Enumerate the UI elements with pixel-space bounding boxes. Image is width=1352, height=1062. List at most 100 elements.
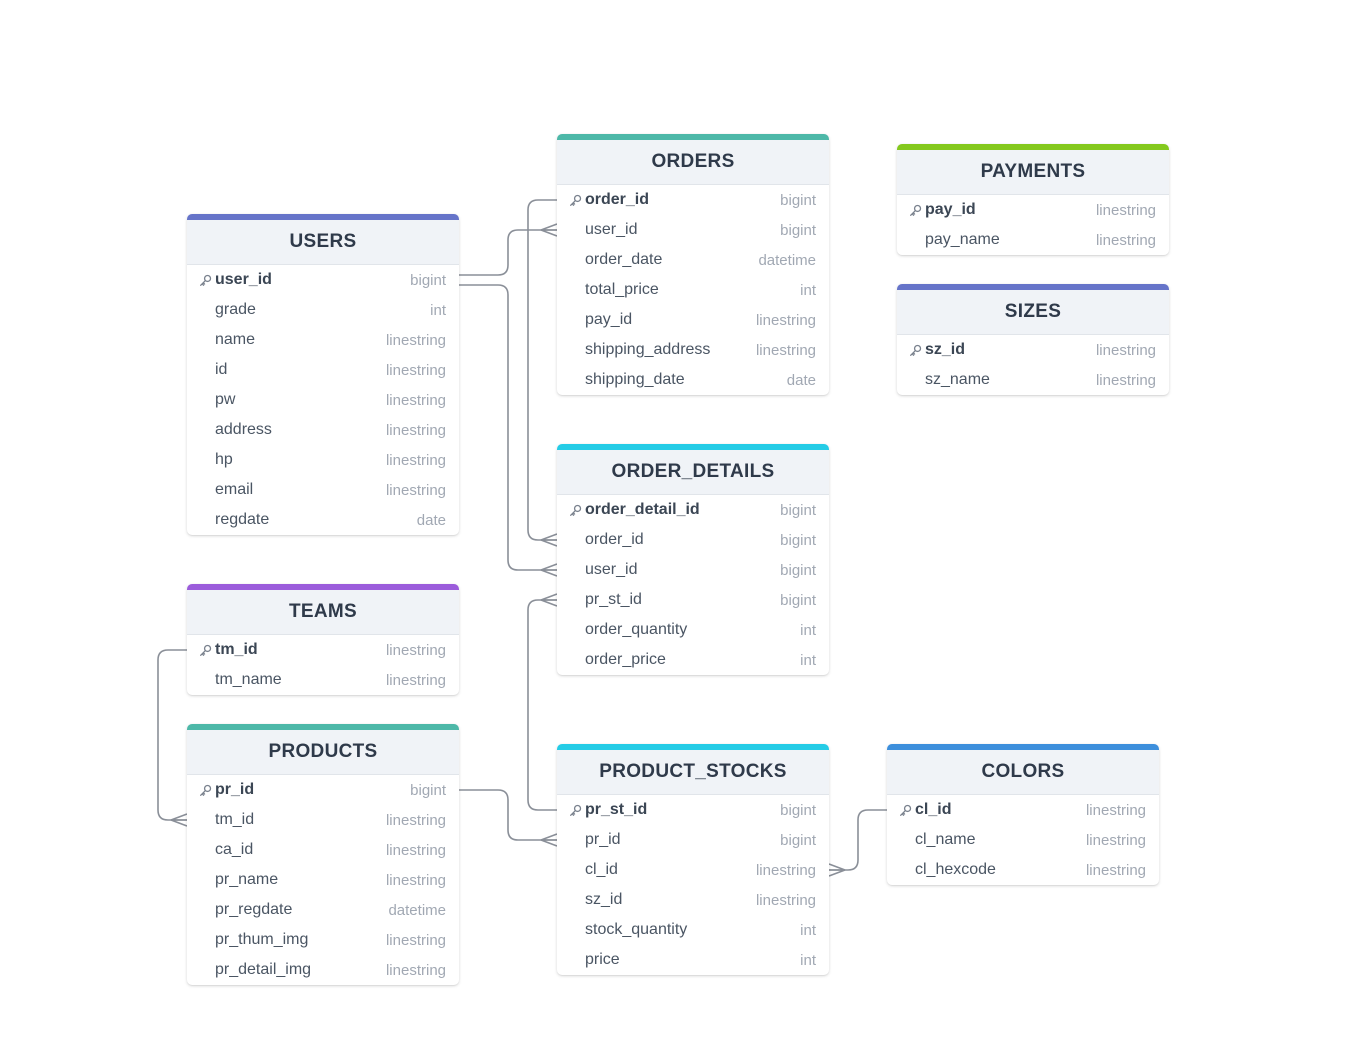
column-name: cl_id xyxy=(915,801,952,818)
column-name: pr_id xyxy=(215,781,255,798)
column-type: linestring xyxy=(385,931,446,949)
table-header[interactable]: COLORS xyxy=(887,744,1159,795)
column-type: bigint xyxy=(410,781,446,799)
key-icon xyxy=(199,274,215,287)
column-type: bigint xyxy=(780,801,816,819)
column-type: date xyxy=(786,371,816,389)
column-type: int xyxy=(800,621,816,639)
column-type: linestring xyxy=(1095,341,1156,359)
column-row[interactable]: pr_st_id bigint xyxy=(557,795,829,825)
column-name: user_id xyxy=(585,561,638,578)
crows-foot-marker xyxy=(540,223,558,237)
column-name: address xyxy=(215,421,272,438)
table-header[interactable]: SIZES xyxy=(897,284,1169,335)
column-name: total_price xyxy=(585,281,659,298)
column-name: tm_id xyxy=(215,641,258,658)
table-header[interactable]: ORDER_DETAILS xyxy=(557,444,829,495)
column-type: linestring xyxy=(385,361,446,379)
table-header[interactable]: PRODUCT_STOCKS xyxy=(557,744,829,795)
column-name: hp xyxy=(215,451,233,468)
crows-foot-marker xyxy=(828,863,846,877)
key-icon xyxy=(569,194,585,207)
table-header[interactable]: ORDERS xyxy=(557,134,829,185)
column-type: linestring xyxy=(385,671,446,689)
crows-foot-marker xyxy=(540,833,558,847)
crows-foot-marker xyxy=(540,533,558,547)
column-type: linestring xyxy=(385,841,446,859)
column-name: pay_id xyxy=(585,311,633,328)
crows-foot-marker xyxy=(540,593,558,607)
table-title: TEAMS xyxy=(289,601,357,622)
key-icon xyxy=(199,784,215,797)
table-header[interactable]: PRODUCTS xyxy=(187,724,459,775)
table-title: ORDER_DETAILS xyxy=(611,461,775,482)
relationship-line xyxy=(459,284,557,571)
column-type: linestring xyxy=(1085,831,1146,849)
column-type: bigint xyxy=(780,501,816,519)
table-header[interactable]: USERS xyxy=(187,214,459,265)
column-type: int xyxy=(800,951,816,969)
column-row[interactable]: pr_id bigint xyxy=(187,775,459,805)
crows-foot-marker xyxy=(170,813,188,827)
column-type: linestring xyxy=(1085,861,1146,879)
table-header[interactable]: PAYMENTS xyxy=(897,144,1169,195)
column-name: pay_id xyxy=(925,201,976,218)
table-header[interactable]: TEAMS xyxy=(187,584,459,635)
column-name: pr_st_id xyxy=(585,801,648,818)
column-type: linestring xyxy=(755,891,816,909)
column-name: tm_id xyxy=(215,811,255,828)
